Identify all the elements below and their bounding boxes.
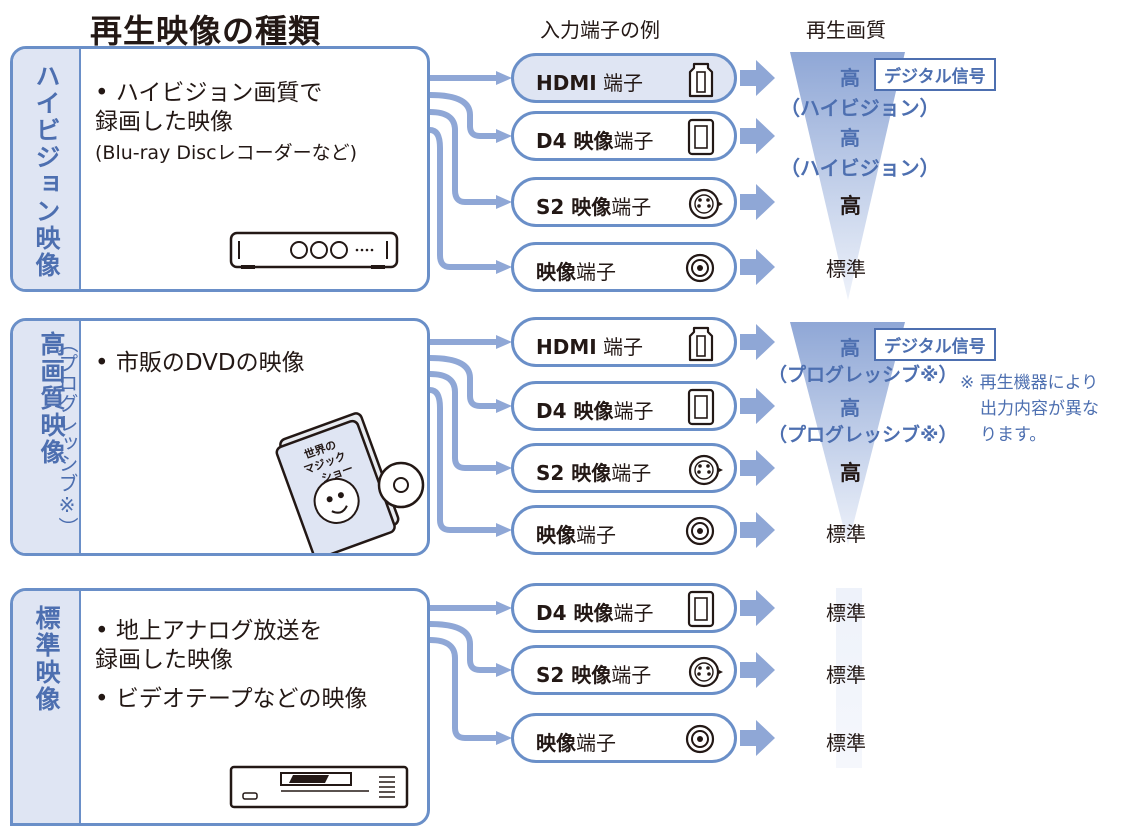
s2-terminal: S2 映像端子 (511, 443, 737, 493)
port-name: S2 映像 (536, 195, 612, 219)
hdmi-terminal: HDMI 端子 (511, 317, 737, 367)
port-name: 映像 (536, 731, 576, 755)
digital-signal-badge: デジタル信号 (874, 328, 996, 361)
hdmi-terminal: HDMI 端子 (511, 53, 737, 103)
group-category: ハイビジョン映像 (13, 49, 81, 289)
port-name: S2 映像 (536, 461, 612, 485)
port-name: D4 映像 (536, 601, 614, 625)
composite-port-icon (685, 516, 715, 546)
desc-line: 録画した映像 (95, 647, 233, 673)
hdmi-port-icon (688, 326, 714, 362)
dvd-disc-icon: 世界の マジック ショー (275, 412, 425, 553)
quality-high: 高 (840, 396, 860, 420)
page-title: 再生映像の種類 (90, 12, 322, 50)
port-name: 映像 (536, 260, 576, 284)
footnote-line: ります。 (980, 425, 1047, 445)
port-suffix: 端子 (576, 260, 616, 284)
vcr-icon (229, 765, 409, 809)
port-suffix: 端子 (613, 399, 654, 423)
footnote: ※ 再生機器により 出力内容が異な ります。 (960, 370, 1099, 448)
s2-port-icon (688, 188, 723, 220)
quality-high: 高 (840, 336, 860, 360)
d4-terminal: D4 映像端子 (511, 381, 737, 431)
composite-terminal: 映像端子 (511, 505, 737, 555)
quality-note: （プログレッシブ※） (768, 424, 958, 446)
quality-note: （ハイビジョン） (780, 96, 940, 120)
port-suffix: 端子 (576, 523, 616, 547)
d4-port-icon (687, 118, 715, 156)
port-suffix: 端子 (611, 461, 652, 485)
d4-port-icon (687, 388, 715, 426)
port-suffix: 端子 (613, 601, 654, 625)
quality-standard: 標準 (826, 731, 866, 755)
quality-note: （ハイビジョン） (780, 156, 940, 180)
port-suffix: 端子 (596, 335, 644, 359)
d4-terminal: D4 映像端子 (511, 111, 737, 161)
port-name: D4 映像 (536, 399, 614, 423)
port-name: HDMI (536, 71, 597, 95)
quality-note: （プログレッシブ※） (768, 364, 958, 386)
s2-port-icon (688, 656, 723, 688)
category-label: 高画質映像 (37, 331, 66, 466)
quality-high: 高 (840, 66, 860, 90)
digital-signal-badge: デジタル信号 (874, 58, 996, 91)
port-name: S2 映像 (536, 663, 612, 687)
desc-line: • 市販のDVDの映像 (95, 350, 305, 376)
hdmi-port-icon (688, 62, 714, 98)
bluray-recorder-icon (229, 231, 399, 269)
desc-line: • ハイビジョン画質で (95, 80, 323, 106)
category-label: ハイビジョン映像 (32, 63, 61, 279)
quality-high: 高 (840, 126, 860, 150)
composite-terminal: 映像端子 (511, 713, 737, 763)
input-column-heading: 入力端子の例 (540, 18, 660, 42)
quality-standard: 標準 (826, 601, 866, 625)
quality-column-heading: 再生画質 (806, 18, 886, 42)
port-name: 映像 (536, 523, 576, 547)
port-suffix: 端子 (613, 129, 654, 153)
composite-port-icon (685, 253, 715, 283)
category-sublabel: （プログレッシブ※） (55, 333, 79, 537)
category-label: 標準映像 (32, 605, 61, 713)
progressive-group: 高画質映像 （プログレッシブ※） • 市販のDVDの映像 世界の マジック ショ… (10, 318, 430, 556)
group-category: 高画質映像 （プログレッシブ※） (13, 321, 81, 553)
desc-line: • 地上アナログ放送を (95, 618, 323, 644)
desc-line: 録画した映像 (95, 109, 233, 135)
port-suffix: 端子 (611, 195, 652, 219)
desc-line: • ビデオテープなどの映像 (95, 686, 368, 712)
port-suffix: 端子 (596, 71, 644, 95)
footnote-line: 出力内容が異な (980, 399, 1099, 419)
port-suffix: 端子 (611, 663, 652, 687)
composite-terminal: 映像端子 (511, 242, 737, 292)
quality-standard: 標準 (826, 663, 866, 687)
d4-terminal: D4 映像端子 (511, 583, 737, 633)
composite-port-icon (685, 724, 715, 754)
standard-group: 標準映像 • 地上アナログ放送を 録画した映像 • ビデオテープなどの映像 (10, 588, 430, 826)
quality-standard: 標準 (826, 522, 866, 546)
desc-line: (Blu-ray Discレコーダーなど) (95, 142, 358, 164)
port-name: D4 映像 (536, 129, 614, 153)
quality-standard: 標準 (826, 257, 866, 281)
s2-terminal: S2 映像端子 (511, 177, 737, 227)
group-category: 標準映像 (13, 591, 81, 823)
port-suffix: 端子 (576, 731, 616, 755)
hivision-group: ハイビジョン映像 • ハイビジョン画質で 録画した映像 (Blu-ray Dis… (10, 46, 430, 292)
port-name: HDMI (536, 335, 597, 359)
quality-high: 高 (840, 194, 861, 218)
s2-port-icon (688, 454, 723, 486)
footnote-line: ※ 再生機器により (960, 373, 1099, 393)
d4-port-icon (687, 590, 715, 628)
quality-high: 高 (840, 461, 861, 485)
s2-terminal: S2 映像端子 (511, 645, 737, 695)
